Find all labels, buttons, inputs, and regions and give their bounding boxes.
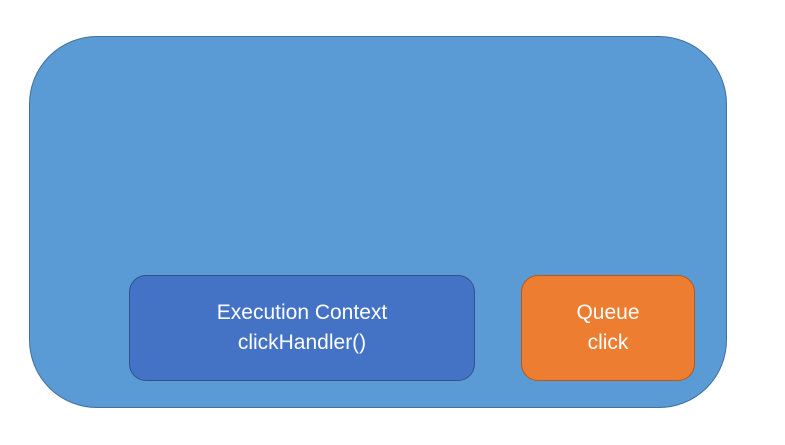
- queue-box: Queue click: [521, 275, 695, 381]
- queue-content: click: [587, 331, 629, 354]
- execution-context-box: Execution Context clickHandler(): [129, 275, 475, 381]
- queue-title: Queue: [576, 301, 640, 324]
- execution-context-content: clickHandler(): [237, 331, 367, 354]
- execution-context-title: Execution Context: [216, 301, 388, 324]
